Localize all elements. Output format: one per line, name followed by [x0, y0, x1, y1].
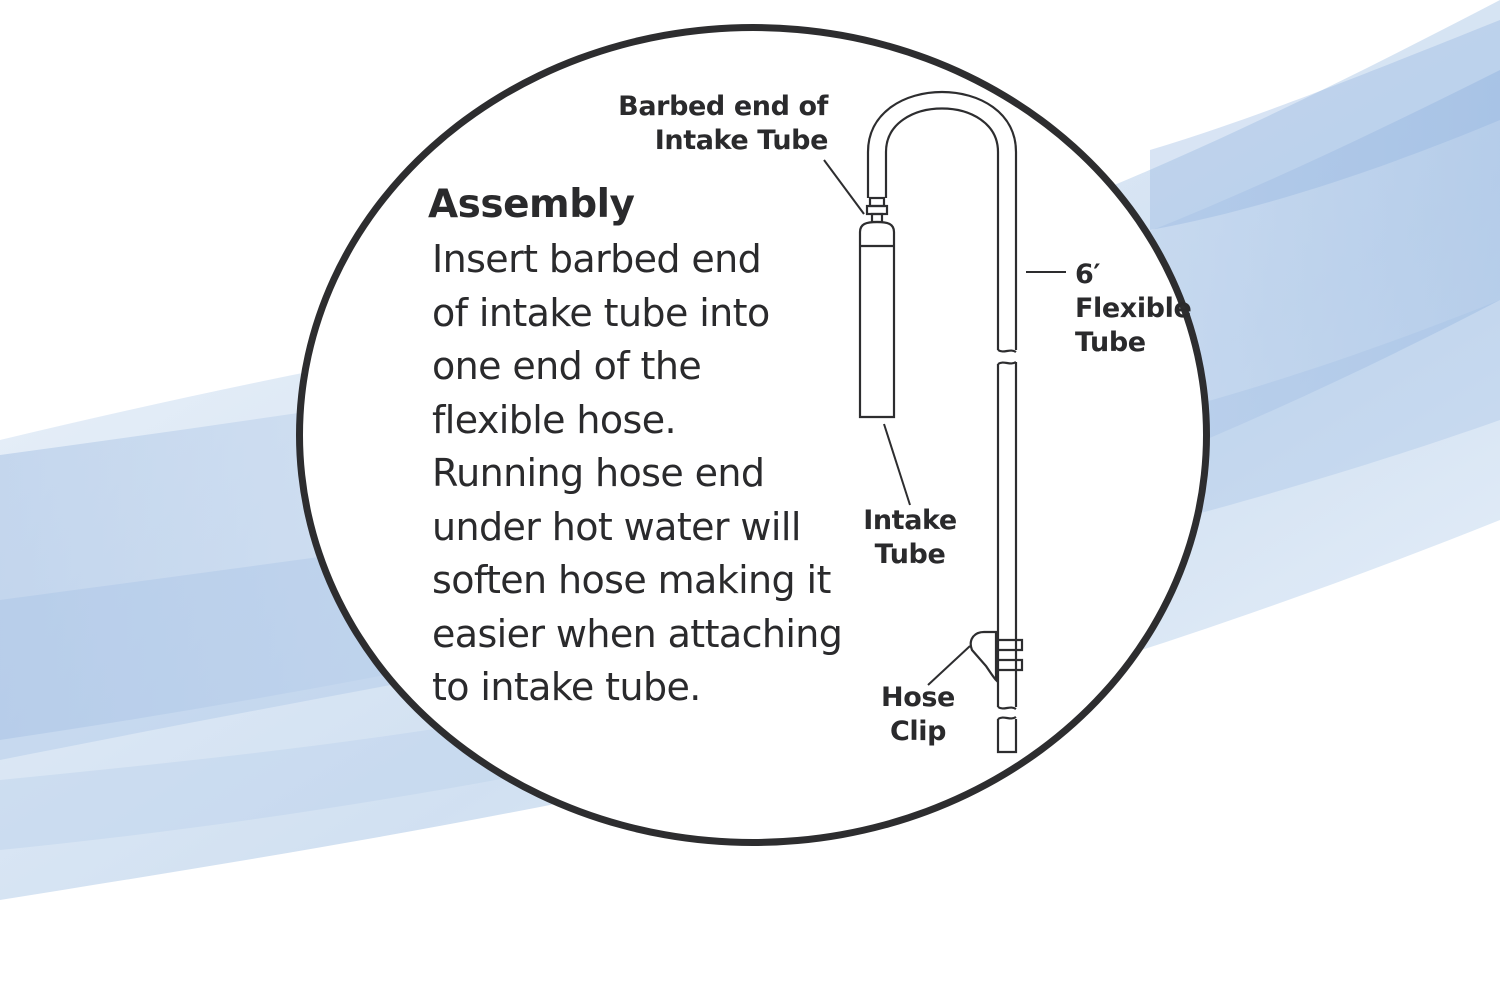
callout-line: Flexible: [1075, 293, 1192, 324]
instruction-line: soften hose making it: [432, 558, 831, 602]
diagram-oval-frame: [296, 24, 1210, 846]
instruction-line: Running hose end: [432, 451, 765, 495]
flexible-tube-callout: 6′ Flexible Tube: [1075, 258, 1192, 360]
instruction-line: flexible hose.: [432, 397, 677, 442]
callout-line: Hose: [881, 682, 955, 713]
flexible-tube-drawing: [866, 90, 1018, 754]
instruction-line: Insert barbed end: [432, 237, 762, 281]
callout-line: Tube: [1075, 327, 1146, 358]
callout-leader-lines: [823, 159, 1066, 686]
instruction-line: easier when attaching: [432, 611, 843, 656]
callout-line: Tube: [874, 539, 946, 570]
callout-line: Intake: [863, 505, 957, 536]
callout-line: 6′: [1075, 259, 1101, 290]
intake-tube-drawing: [858, 196, 896, 419]
callout-line: Barbed end of: [618, 91, 828, 122]
instruction-line: of intake tube into: [432, 290, 770, 335]
intake-tube-callout: Intake Tube: [856, 504, 964, 572]
barbed-end-callout: Barbed end of Intake Tube: [600, 90, 828, 158]
hose-clip-callout: Hose Clip: [868, 681, 968, 749]
callout-line: Clip: [889, 716, 947, 747]
instruction-line: to intake tube.: [432, 665, 701, 709]
assembly-instructions: Insert barbed end of intake tube into on…: [432, 233, 852, 715]
assembly-heading: Assembly: [428, 182, 635, 227]
instruction-line: one end of the: [432, 344, 702, 388]
hose-clip-drawing: [969, 630, 1024, 683]
instruction-line: under hot water will: [432, 504, 801, 549]
callout-line: Intake Tube: [654, 125, 829, 156]
